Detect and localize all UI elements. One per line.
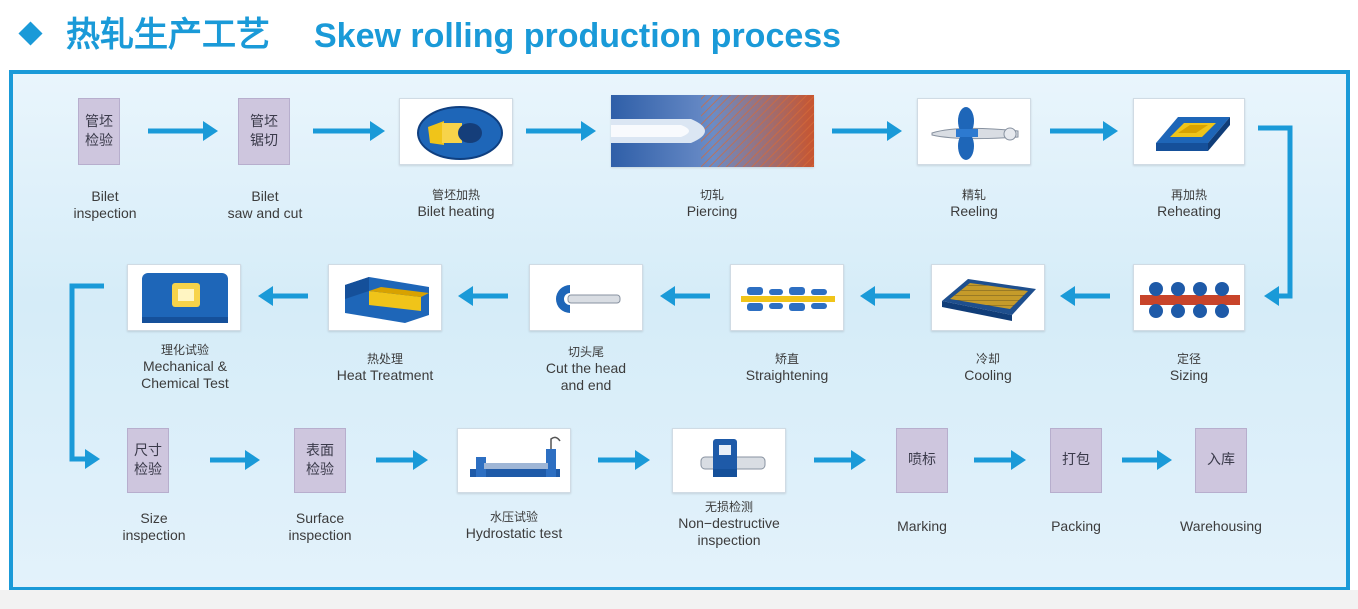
packing-box: 打包 bbox=[1050, 428, 1102, 493]
header: 热轧生产工艺 Skew rolling production process bbox=[0, 0, 1358, 68]
arrow-connector-right bbox=[1258, 125, 1293, 306]
furnace-icon bbox=[399, 98, 513, 165]
size-inspection-box: 尺寸 检验 bbox=[127, 428, 169, 493]
billet-inspection-box: 管坯 检验 bbox=[78, 98, 120, 165]
reeling-mill-icon bbox=[917, 98, 1031, 165]
warehousing-label: Warehousing bbox=[1180, 518, 1262, 534]
page-footer-band bbox=[0, 590, 1358, 609]
cooling-bed-icon bbox=[931, 264, 1045, 331]
title-chinese: 热轧生产工艺 bbox=[66, 15, 270, 55]
billet-saw-box: 管坯 锯切 bbox=[238, 98, 290, 165]
packing-label: Packing bbox=[1051, 518, 1101, 534]
heat-treatment-furnace-icon bbox=[328, 264, 442, 331]
hydrostatic-tester-icon bbox=[457, 428, 571, 493]
size-inspection-label: Size inspection bbox=[122, 510, 186, 543]
arrow-connector-left bbox=[69, 283, 104, 469]
cutting-icon bbox=[529, 264, 643, 331]
straightener-icon bbox=[730, 264, 844, 331]
piercing-mill-icon bbox=[611, 95, 814, 167]
warehousing-box: 入库 bbox=[1195, 428, 1247, 493]
test-machine-icon bbox=[127, 264, 241, 331]
marking-label: Marking bbox=[897, 518, 947, 534]
surface-inspection-box: 表面 检验 bbox=[294, 428, 346, 493]
surface-inspection-label: Surface inspection bbox=[288, 510, 352, 543]
billet-inspection-label: Bilet inspection bbox=[73, 188, 137, 221]
title-english: Skew rolling production process bbox=[314, 17, 842, 55]
reheating-furnace-icon bbox=[1133, 98, 1245, 165]
ndt-probe-icon bbox=[672, 428, 786, 493]
billet-saw-label: Bilet saw and cut bbox=[227, 188, 303, 221]
sizing-mill-icon bbox=[1133, 264, 1245, 331]
marking-box: 喷标 bbox=[896, 428, 948, 493]
